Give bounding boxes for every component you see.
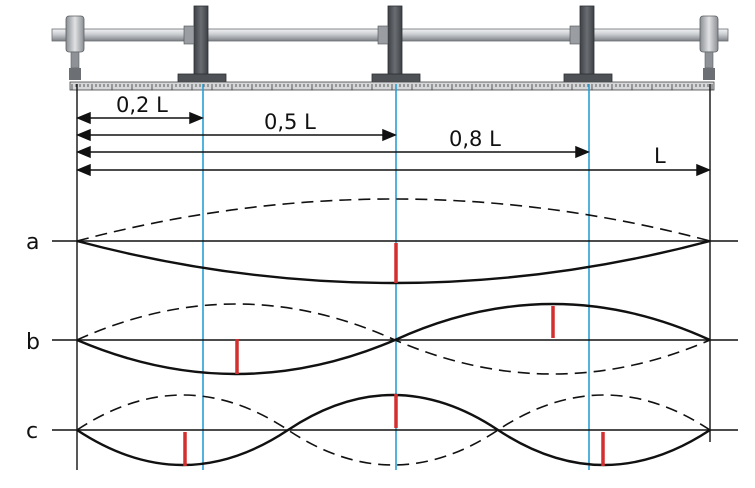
wave-dashed-a <box>76 198 711 242</box>
arrowhead <box>76 111 91 125</box>
wave-solid-a <box>76 239 711 285</box>
right-end-support <box>699 15 719 80</box>
dimension-label-0.8L: 0,8 L <box>449 127 501 151</box>
arrowhead <box>696 163 711 177</box>
mode-label-c: c <box>26 419 38 444</box>
clamp-0.2L <box>177 5 227 85</box>
arrowhead <box>76 128 91 142</box>
ruler-ticks <box>71 84 713 90</box>
arrowhead <box>76 163 91 177</box>
wave-dashed-b <box>76 303 711 375</box>
arrowhead <box>382 128 397 142</box>
mode-label-a: a <box>26 230 39 255</box>
dimension-label-0.2L: 0,2 L <box>116 93 168 117</box>
dimension-label-0.5L: 0,5 L <box>264 110 316 134</box>
apparatus <box>51 5 729 91</box>
left-end-support <box>65 15 85 80</box>
mode-label-b: b <box>26 330 40 355</box>
mode-c: c <box>26 393 738 467</box>
dimension-arrows <box>76 111 711 177</box>
arrowhead <box>189 111 204 125</box>
dimension-label-L: L <box>654 144 666 168</box>
clamp-0.8L <box>563 5 613 85</box>
mode-b: b <box>26 302 738 376</box>
clamp-0.5L <box>371 5 421 85</box>
arrowhead <box>575 145 590 159</box>
arrowhead <box>76 145 91 159</box>
mode-a: a <box>26 198 738 285</box>
